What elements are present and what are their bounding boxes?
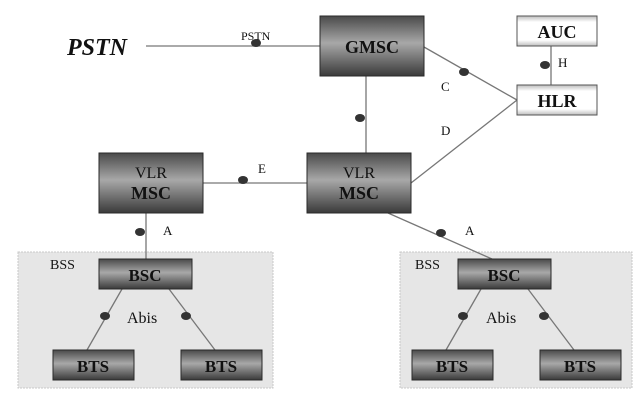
interface-label-e: E <box>258 161 266 176</box>
link-bsc-bts-right-2 <box>527 288 575 351</box>
interface-label-h: H <box>558 55 567 70</box>
msc-left-vlr-label: VLR <box>135 165 167 182</box>
bss-left-label: BSS <box>50 258 75 273</box>
interface-dot-h <box>540 61 550 69</box>
bts-right-1-label: BTS <box>436 357 468 376</box>
interface-dot-a-right <box>436 229 446 237</box>
interface-dot-pstn <box>251 39 261 47</box>
link-gmsc-hlr-c <box>423 46 518 101</box>
bss-right-label: BSS <box>415 258 440 273</box>
link-bsc-bts-left-2 <box>168 288 216 351</box>
interface-dot-c <box>459 68 469 76</box>
bts-right-2-box[interactable] <box>539 349 622 381</box>
interface-label-pstn: PSTN <box>241 29 271 43</box>
msc-right-msc-label: MSC <box>339 183 379 203</box>
bts-left-2-label: BTS <box>205 357 237 376</box>
interface-dot-gmsc-msc <box>355 114 365 122</box>
gmsc-label: GMSC <box>345 37 399 57</box>
bts-left-1-label: BTS <box>77 357 109 376</box>
bsc-left-box[interactable] <box>98 258 193 290</box>
interface-label-d: D <box>441 123 450 138</box>
msc-right-vlr-label: VLR <box>343 165 375 182</box>
bts-right-1-box[interactable] <box>411 349 494 381</box>
interface-label-a-left: A <box>163 223 173 238</box>
bsc-right-box[interactable] <box>457 258 552 290</box>
gmsc-box[interactable] <box>319 15 425 77</box>
bsc-right-label: BSC <box>487 266 520 285</box>
interface-dot-abis-right-2 <box>539 312 549 320</box>
msc-left-msc-label: MSC <box>131 183 171 203</box>
msc-left-box[interactable] <box>98 152 204 214</box>
hlr-label: HLR <box>537 91 577 111</box>
pstn-external-label: PSTN <box>66 35 129 61</box>
bsc-left-label: BSC <box>128 266 161 285</box>
interface-label-c: C <box>441 79 450 94</box>
interface-dot-abis-left-2 <box>181 312 191 320</box>
auc-box[interactable] <box>516 15 598 47</box>
bts-left-2-box[interactable] <box>180 349 263 381</box>
interface-label-a-right: A <box>465 223 475 238</box>
link-msc-hlr-d <box>410 99 518 184</box>
bts-left-1-box[interactable] <box>52 349 135 381</box>
bts-right-2-label: BTS <box>564 357 596 376</box>
interface-dot-e <box>238 176 248 184</box>
abis-right-label: Abis <box>486 310 516 327</box>
interface-dot-a-left <box>135 228 145 236</box>
interface-dot-abis-left-1 <box>100 312 110 320</box>
msc-right-box[interactable] <box>306 152 412 214</box>
hlr-box[interactable] <box>516 84 598 116</box>
auc-label: AUC <box>538 22 577 42</box>
interface-dot-abis-right-1 <box>458 312 468 320</box>
abis-left-label: Abis <box>127 310 157 327</box>
